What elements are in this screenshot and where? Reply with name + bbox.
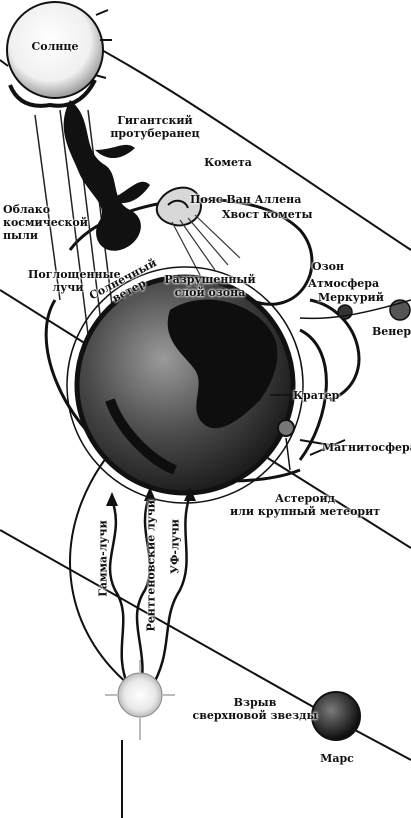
label-crater: Кратер	[293, 389, 339, 402]
label-comet-tail: Хвост кометы	[222, 208, 313, 221]
label-prominence: Гигантский протуберанец	[105, 114, 205, 140]
label-ozone: Озон	[312, 260, 344, 273]
label-mars: Марс	[312, 752, 362, 765]
label-van-allen: Пояс Ван Аллена	[190, 193, 301, 206]
label-destroyed-ozone: Разрушенный слой озона	[160, 273, 260, 299]
label-venus: Венер	[372, 325, 411, 338]
label-dust-cloud: Облако космической пыли	[3, 203, 88, 242]
label-magnetosphere: Магнитосфера	[322, 441, 411, 454]
label-uv: УФ-лучи	[169, 512, 182, 582]
label-xray: Рентгеновские лучи	[145, 502, 158, 632]
label-gamma: Гамма-лучи	[97, 514, 110, 604]
label-sun: Солнце	[20, 40, 90, 53]
label-asteroid: Астероид или крупный метеорит	[230, 492, 380, 518]
label-atmosphere: Атмосфера	[308, 277, 379, 290]
sun-icon	[0, 2, 112, 106]
label-mercury: Меркурий	[318, 291, 384, 304]
label-supernova: Взрыв сверхновой звезды	[190, 696, 320, 722]
label-comet: Комета	[198, 156, 258, 169]
